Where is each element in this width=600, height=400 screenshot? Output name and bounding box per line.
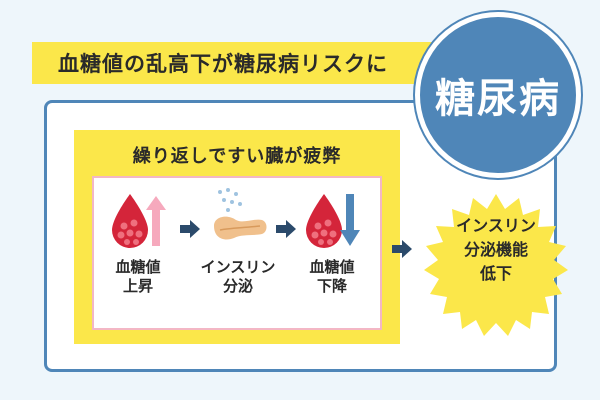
- arrow-right-icon: [392, 240, 412, 258]
- arrow-right-icon: [180, 220, 200, 238]
- step-glucose-rise: 血糖値 上昇: [115, 258, 161, 295]
- cycle-title: 繰り返しですい臓が疲弊: [132, 146, 342, 167]
- step-insulin-secretion: インスリン 分泌: [200, 258, 276, 295]
- diabetes-badge-text: 糖尿病: [435, 76, 561, 122]
- result-starburst: [424, 194, 568, 336]
- step-glucose-drop: 血糖値 下降: [309, 258, 355, 295]
- blood-drop-up-arrow-icon: [112, 194, 166, 248]
- header-text: 血糖値の乱高下が糖尿病リスクに: [58, 52, 388, 76]
- arrow-right-icon: [276, 220, 296, 238]
- blood-drop-down-arrow-icon: [306, 194, 360, 248]
- header-banner: 血糖値の乱高下が糖尿病リスクに: [32, 42, 462, 84]
- diabetes-badge: 糖尿病: [415, 12, 581, 178]
- cycle-box: 繰り返しですい臓が疲弊 血糖値 上昇: [74, 130, 400, 344]
- result-text: インスリン 分泌機能 低下: [456, 216, 536, 283]
- pancreas-icon: [214, 188, 267, 240]
- cycle-inner-panel: 血糖値 上昇 インスリン 分泌: [92, 176, 382, 330]
